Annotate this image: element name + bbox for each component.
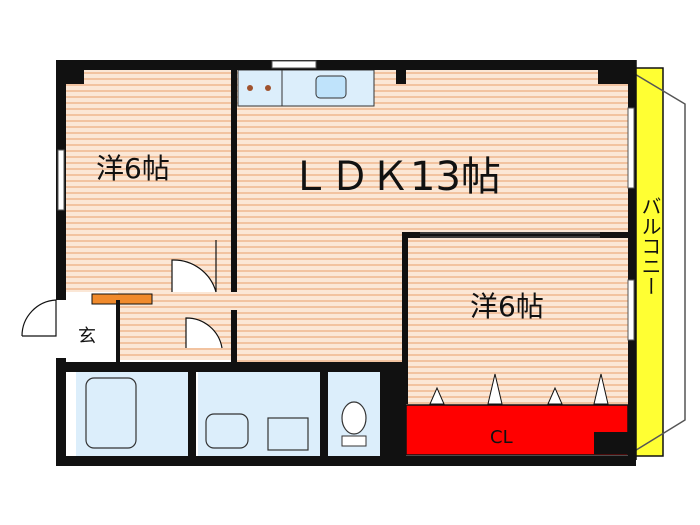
ldk-lower-floor bbox=[236, 232, 404, 362]
western-room-left-floor bbox=[66, 70, 231, 292]
stove-burner-icon bbox=[265, 85, 271, 91]
sink-icon bbox=[315, 75, 347, 99]
entrance-label: 玄 bbox=[78, 326, 96, 347]
western-room-right-floor bbox=[406, 237, 628, 405]
kitchen-counter bbox=[237, 69, 375, 107]
washbasin-icon bbox=[205, 413, 249, 449]
doors bbox=[21, 240, 223, 349]
sliding-doors bbox=[420, 232, 600, 238]
ldk-label: ＬＤＫ13帖 bbox=[290, 154, 501, 200]
closet bbox=[405, 404, 629, 456]
windows bbox=[57, 60, 635, 341]
closet-door-markers bbox=[429, 373, 609, 405]
shoe-box bbox=[91, 293, 153, 305]
western-room-right-label: 洋6帖 bbox=[470, 290, 544, 323]
entrance-floor bbox=[66, 298, 118, 360]
stove-burner-icon bbox=[247, 85, 253, 91]
closet-label: CL bbox=[490, 427, 513, 448]
walls bbox=[56, 60, 636, 466]
balcony-label: バルコニー bbox=[638, 196, 662, 296]
bathtub-icon bbox=[85, 377, 137, 449]
washing-machine-icon bbox=[267, 417, 309, 451]
toilet-icon bbox=[341, 401, 367, 435]
western-room-left-label: 洋6帖 bbox=[96, 152, 170, 185]
toilet-tank-icon bbox=[341, 435, 367, 447]
